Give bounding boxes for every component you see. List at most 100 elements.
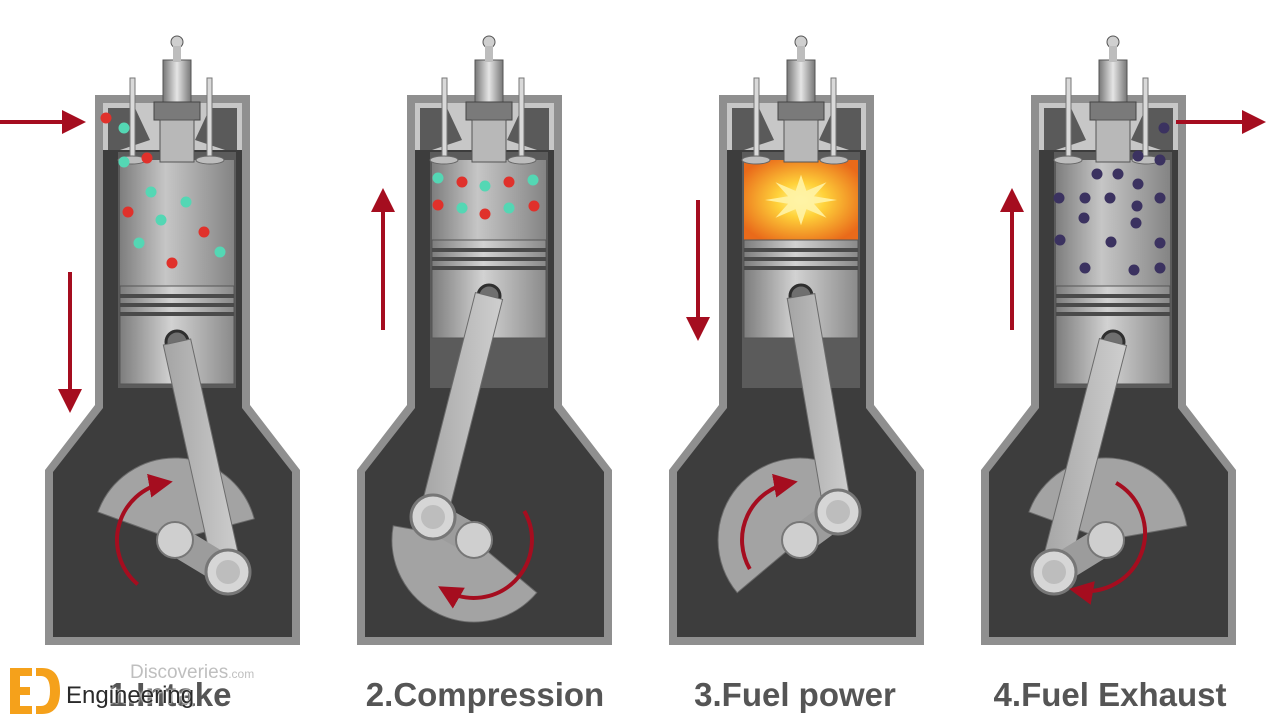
piston-ring [744, 257, 858, 261]
fuel-air-red-dot [528, 200, 540, 212]
spark-plug-thread [471, 119, 507, 163]
intake-valve-stem [1065, 77, 1072, 159]
exhaust-gas-dot [1053, 192, 1065, 204]
spark-plug-insulator [162, 59, 192, 105]
fuel-air-teal-dot [527, 174, 539, 186]
cylinder-gas [1056, 160, 1170, 286]
intake-port [420, 108, 462, 150]
piston-ring [432, 257, 546, 261]
fuel-air-teal-dot [479, 180, 491, 192]
crank-pin-inner [421, 505, 445, 529]
engine-2 [357, 35, 612, 645]
spark-plug-thread [1095, 119, 1131, 163]
intake-valve-stem [441, 77, 448, 159]
fuel-air-red-dot [503, 176, 515, 188]
rotation-arrow [438, 510, 534, 609]
stroke-label-intake: 1.Intake [108, 676, 232, 713]
spark-plug-post [797, 46, 805, 62]
fuel-air-red-dot [479, 208, 491, 220]
fuel-air-red-dot [100, 112, 112, 124]
intake-port [732, 108, 774, 150]
spark-plug-hex [1089, 101, 1137, 121]
watermark-logo: Discoveries.com Engineering [6, 660, 286, 718]
exhaust-gas-dot [1054, 234, 1066, 246]
ignition-burst [765, 174, 837, 226]
fuel-air-red-dot [432, 199, 444, 211]
fuel-air-teal-dot [214, 246, 226, 258]
exhaust-gas-dot [1154, 154, 1166, 166]
exhaust-gas-dot [1105, 236, 1117, 248]
piston-ring [432, 266, 546, 270]
stroke-label-power: 3.Fuel power [694, 676, 896, 713]
crank-pin-inner [1042, 560, 1066, 584]
spark-plug-post [173, 46, 181, 62]
fuel-air-teal-dot [133, 237, 145, 249]
exhaust-port [1131, 108, 1173, 150]
exhaust-gas-dot [1128, 264, 1140, 276]
exhaust-gas-dot [1158, 122, 1170, 134]
spark-plug-post [485, 46, 493, 62]
piston-ring [432, 248, 546, 252]
fuel-air-teal-dot [155, 214, 167, 226]
engine-4 [981, 35, 1236, 645]
fuel-air-red-dot [456, 176, 468, 188]
exhaust-gas-dot [1132, 178, 1144, 190]
exhaust-gas-dot [1104, 192, 1116, 204]
rotation-arrow [115, 473, 173, 586]
rotation-arrow [1069, 481, 1147, 605]
exhaust-port [819, 108, 861, 150]
fuel-air-teal-dot [503, 202, 515, 214]
crankshaft [455, 521, 493, 559]
crank-pin-inner [826, 500, 850, 524]
fuel-air-red-dot [141, 152, 153, 164]
crankshaft [1087, 521, 1125, 559]
exhaust-gas-dot [1112, 168, 1124, 180]
crank-counterweight [391, 525, 538, 623]
spark-plug-post [1109, 46, 1117, 62]
piston-ring [744, 248, 858, 252]
exhaust-gas-dot [1132, 150, 1144, 162]
fuel-air-teal-dot [118, 156, 130, 168]
intake-valve-stem [753, 77, 760, 159]
exhaust-valve-stem [518, 77, 525, 159]
crank-pin-inner [216, 560, 240, 584]
intake-valve-head [1053, 155, 1083, 165]
piston-ring [120, 312, 234, 316]
fuel-air-teal-dot [432, 172, 444, 184]
exhaust-valve-stem [830, 77, 837, 159]
exhaust-valve-stem [206, 77, 213, 159]
intake-port [1044, 108, 1086, 150]
exhaust-gas-dot [1154, 192, 1166, 204]
exhaust-gas-dot [1131, 200, 1143, 212]
stroke-label-exhaust: 4.Fuel Exhaust [993, 676, 1227, 713]
rotation-arrow [740, 473, 798, 570]
stroke-label-compression: 2.Compression [365, 676, 605, 713]
exhaust-valve-head [507, 155, 537, 165]
exhaust-gas-dot [1079, 192, 1091, 204]
spark-plug-thread [783, 119, 819, 163]
exhaust-gas-dot [1091, 168, 1103, 180]
exhaust-gas-dot [1079, 262, 1091, 274]
intake-valve-stem [129, 77, 136, 159]
exhaust-gas-dot [1154, 262, 1166, 274]
fuel-air-teal-dot [118, 122, 130, 134]
logo-mark-icon [10, 668, 60, 714]
exhaust-valve-stem [1142, 77, 1149, 159]
spark-plug-insulator [786, 59, 816, 105]
exhaust-valve-head [195, 155, 225, 165]
piston-ring [1056, 303, 1170, 307]
exhaust-gas-dot [1078, 212, 1090, 224]
exhaust-gas-dot [1154, 237, 1166, 249]
cylinder-gas [432, 160, 546, 240]
piston-ring [1056, 294, 1170, 298]
exhaust-port [507, 108, 549, 150]
spark-plug-insulator [1098, 59, 1128, 105]
spark-plug-thread [159, 119, 195, 163]
crankshaft [781, 521, 819, 559]
crankshaft [156, 521, 194, 559]
spark-plug-hex [777, 101, 825, 121]
logo-discoveries-text: Discoveries.com [130, 662, 255, 683]
spark-plug-hex [465, 101, 513, 121]
piston-ring [1056, 312, 1170, 316]
